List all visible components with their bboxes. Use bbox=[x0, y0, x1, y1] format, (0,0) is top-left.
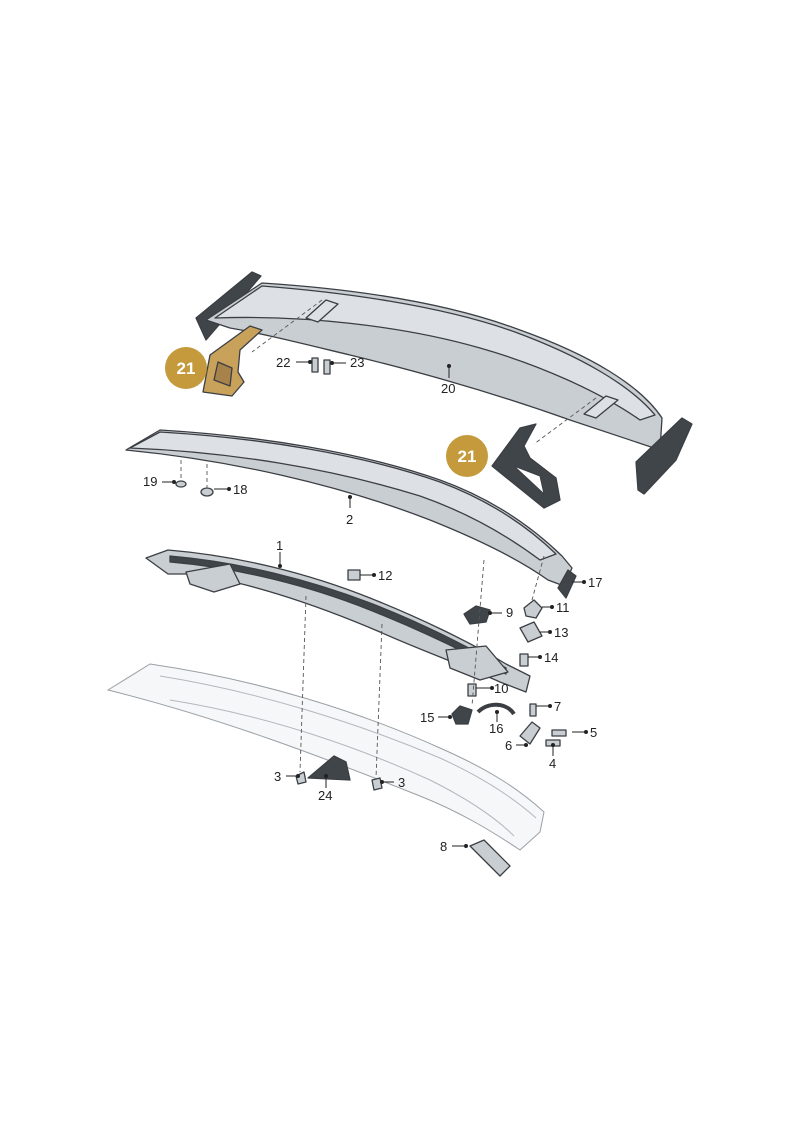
label-6: 6 bbox=[505, 738, 512, 753]
bolt-14 bbox=[519, 653, 529, 667]
callout-8: 8 bbox=[440, 839, 468, 854]
callout-23: 23 bbox=[330, 355, 364, 370]
grommet-15 bbox=[451, 705, 473, 725]
dash-line-3-right bbox=[375, 623, 383, 779]
label-2: 2 bbox=[346, 512, 353, 527]
grommet-9 bbox=[463, 605, 491, 625]
label-10: 10 bbox=[494, 681, 508, 696]
label-1: 1 bbox=[276, 538, 283, 553]
trunk-lid-inner-line bbox=[159, 675, 537, 819]
callout-22: 22 bbox=[276, 355, 312, 370]
callout-9: 9 bbox=[488, 605, 513, 620]
hose-16 bbox=[476, 702, 516, 716]
clip-12 bbox=[347, 569, 361, 581]
carrier-body bbox=[145, 549, 531, 693]
callout-10: 10 bbox=[476, 681, 508, 696]
callout-4: 4 bbox=[549, 743, 556, 771]
wing-slot-right bbox=[583, 395, 619, 419]
cap-11 bbox=[523, 599, 543, 619]
label-12: 12 bbox=[378, 568, 392, 583]
spoiler-support-left-inner bbox=[213, 361, 233, 387]
nut-3-right bbox=[371, 777, 383, 791]
label-16: 16 bbox=[489, 721, 503, 736]
label-5: 5 bbox=[590, 725, 597, 740]
wing-body bbox=[205, 282, 663, 451]
washer-18 bbox=[200, 487, 214, 497]
bolt-10 bbox=[467, 683, 477, 697]
label-4: 4 bbox=[549, 756, 556, 771]
spoiler-support-right-cutout bbox=[513, 465, 545, 496]
washer-19 bbox=[175, 480, 187, 488]
badge-21-left: 21 bbox=[165, 347, 207, 389]
seal-17 bbox=[557, 569, 577, 599]
callout-5: 5 bbox=[572, 725, 597, 740]
spoiler-support-right bbox=[491, 423, 561, 509]
callout-7: 7 bbox=[536, 699, 561, 714]
callout-24: 24 bbox=[318, 774, 332, 803]
label-23: 23 bbox=[350, 355, 364, 370]
badge-21-right: 21 bbox=[446, 435, 488, 477]
rear-spoiler-wing bbox=[195, 271, 693, 495]
callout-16: 16 bbox=[489, 710, 503, 736]
bolt-22 bbox=[311, 357, 319, 373]
trunk-lid-frame bbox=[106, 663, 545, 851]
label-17: 17 bbox=[588, 575, 602, 590]
callout-15: 15 bbox=[420, 710, 452, 725]
label-7: 7 bbox=[554, 699, 561, 714]
dash-line-9 bbox=[471, 559, 485, 707]
label-3-left: 3 bbox=[274, 769, 281, 784]
trunk-lid-inner-line-2 bbox=[169, 699, 515, 837]
label-15: 15 bbox=[420, 710, 434, 725]
label-18: 18 bbox=[233, 482, 247, 497]
label-11: 11 bbox=[556, 600, 570, 615]
callout-12: 12 bbox=[360, 568, 392, 583]
callout-11: 11 bbox=[542, 600, 570, 615]
dash-line-21-right bbox=[533, 397, 597, 445]
trunk-lid-panel bbox=[106, 663, 545, 851]
spoiler-carrier bbox=[145, 549, 531, 693]
carrier-mount-right bbox=[445, 645, 509, 681]
seal-strip-top bbox=[129, 431, 557, 561]
label-20: 20 bbox=[441, 381, 455, 396]
carrier-mount-left bbox=[185, 563, 241, 593]
callout-20: 20 bbox=[441, 364, 455, 396]
label-14: 14 bbox=[544, 650, 558, 665]
bracket-8 bbox=[469, 839, 511, 877]
bracket-13 bbox=[519, 621, 543, 643]
bolt-7 bbox=[529, 703, 537, 717]
callout-17: 17 bbox=[572, 575, 602, 590]
label-9: 9 bbox=[506, 605, 513, 620]
label-24: 24 bbox=[318, 788, 332, 803]
badge-21-right-text: 21 bbox=[458, 447, 477, 466]
callout-13: 13 bbox=[540, 625, 568, 640]
dash-line-3-left bbox=[299, 595, 307, 773]
dash-line-11 bbox=[531, 555, 545, 601]
callout-3-left: 3 bbox=[274, 769, 300, 784]
bracket-24 bbox=[307, 755, 351, 781]
wing-slot-left bbox=[305, 299, 339, 323]
callout-3-right: 3 bbox=[380, 775, 405, 790]
label-13: 13 bbox=[554, 625, 568, 640]
callout-18: 18 bbox=[214, 482, 247, 497]
callout-19: 19 bbox=[143, 474, 176, 489]
dash-line-21-left bbox=[251, 299, 323, 353]
callout-1: 1 bbox=[276, 538, 283, 568]
badge-21-left-text: 21 bbox=[177, 359, 196, 378]
bolt-5 bbox=[551, 729, 567, 737]
carrier-rail bbox=[169, 555, 507, 675]
wing-top-face bbox=[214, 285, 656, 421]
nut-3-left bbox=[295, 771, 307, 785]
bolt-23 bbox=[323, 359, 331, 375]
label-3-right: 3 bbox=[398, 775, 405, 790]
label-22: 22 bbox=[276, 355, 290, 370]
callout-2: 2 bbox=[346, 495, 353, 527]
label-19: 19 bbox=[143, 474, 157, 489]
label-8: 8 bbox=[440, 839, 447, 854]
wing-endplate-right bbox=[635, 417, 693, 495]
callout-14: 14 bbox=[528, 650, 558, 665]
callout-6: 6 bbox=[505, 738, 528, 753]
clip-6 bbox=[519, 721, 541, 745]
spoiler-support-left-highlighted bbox=[202, 325, 263, 397]
